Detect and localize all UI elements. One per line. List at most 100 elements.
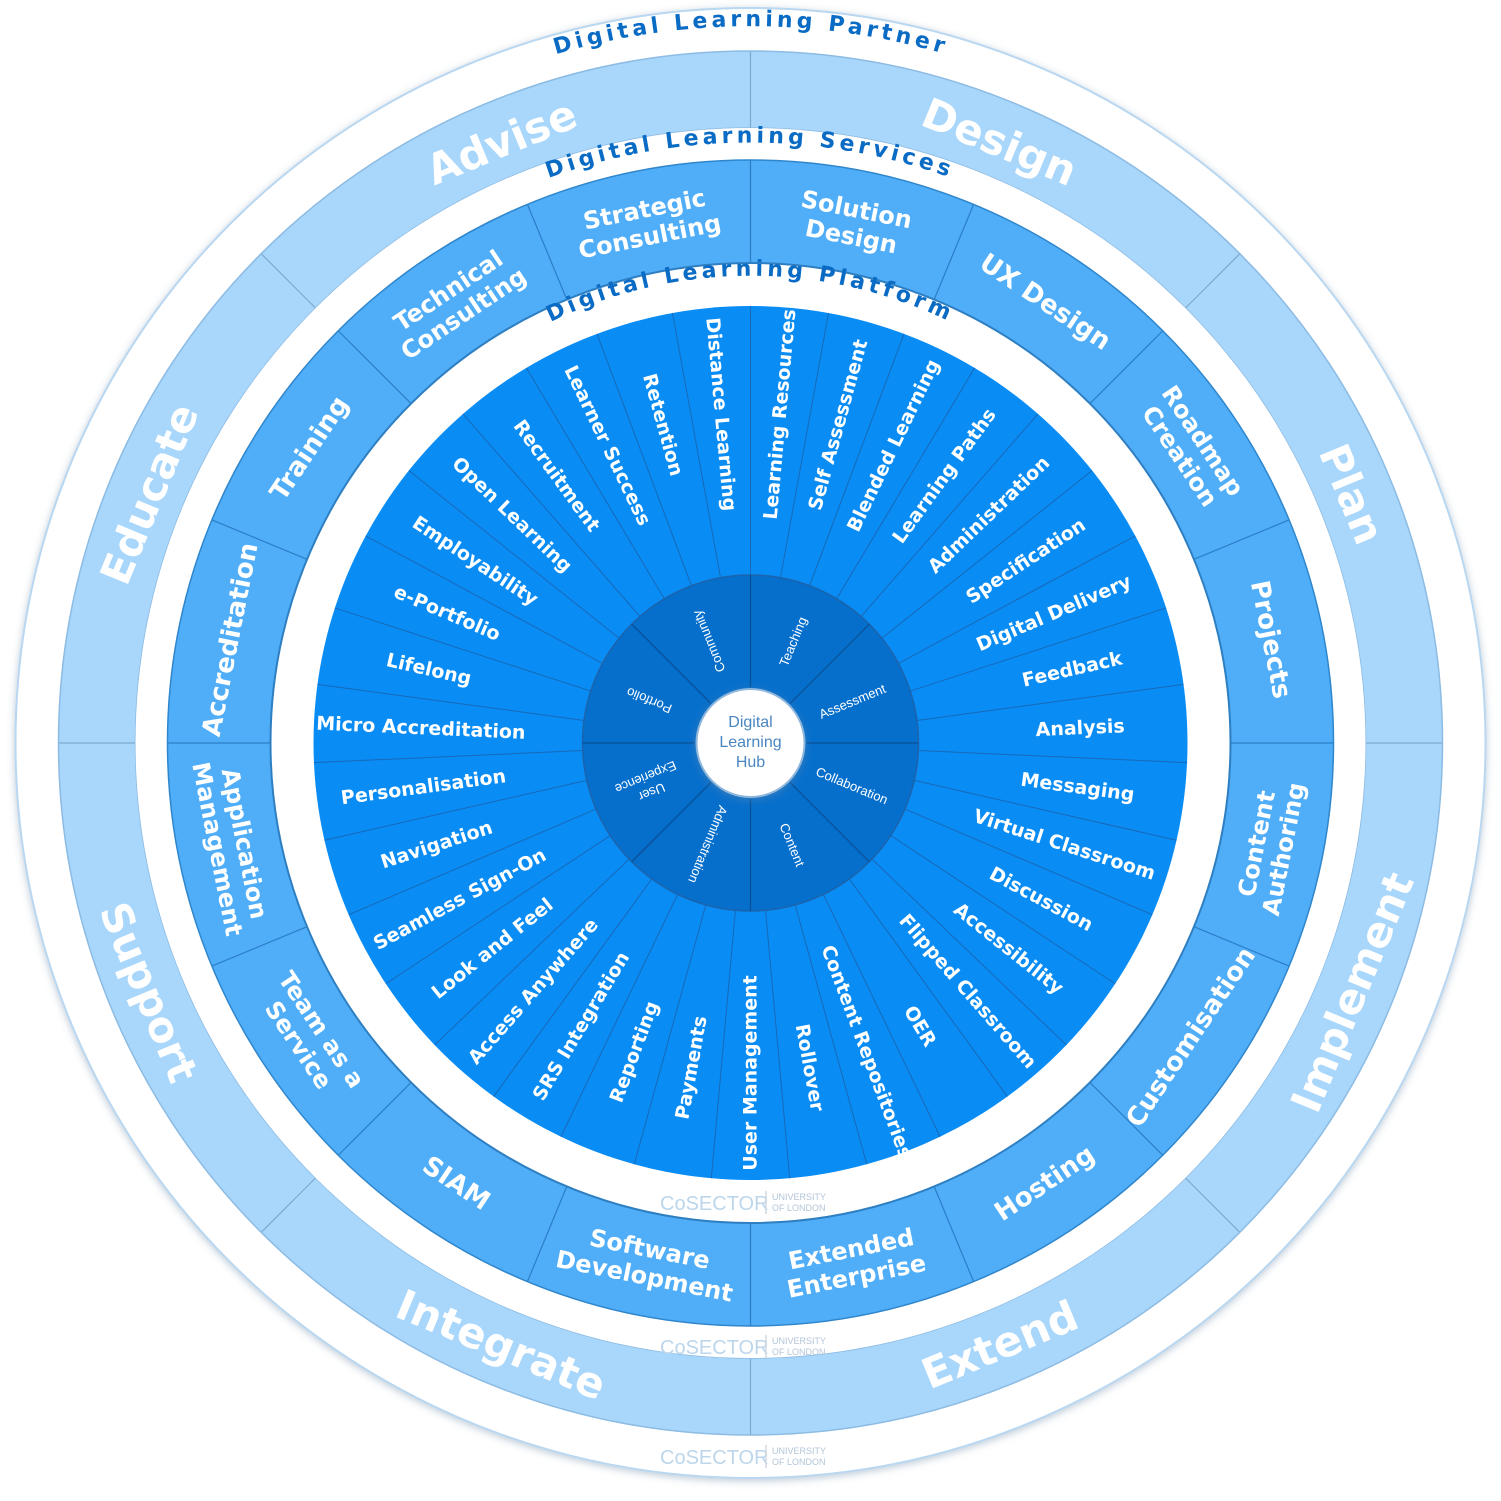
platform-divider <box>916 683 1184 721</box>
partner-segment-extend <box>750 1177 1240 1435</box>
partner-divider <box>260 253 317 309</box>
services-segment-accreditation <box>167 519 308 743</box>
platform-divider <box>918 750 1188 764</box>
cosector-logo: CoSECTOR <box>660 1447 769 1469</box>
services-divider <box>526 204 568 300</box>
platform-divider <box>809 333 905 586</box>
platform-divider <box>560 894 679 1137</box>
platform-divider <box>462 413 641 617</box>
platform-divider <box>348 808 597 916</box>
services-segment-team-as-a-service <box>211 926 412 1156</box>
services-segment-training <box>211 330 412 560</box>
platform-divider <box>317 683 585 721</box>
services-divider <box>1089 1081 1164 1156</box>
services-divider <box>526 1186 568 1282</box>
platform-divider <box>493 878 653 1097</box>
platform-divider <box>710 910 736 1179</box>
org-line2: OF LONDON <box>772 1203 826 1213</box>
services-segment-application-management <box>167 743 308 967</box>
platform-divider <box>871 858 1067 1046</box>
platform-divider <box>633 904 707 1165</box>
platform-divider <box>324 779 587 841</box>
services-segment-siam <box>338 1082 567 1282</box>
platform-divider <box>904 808 1153 916</box>
services-segment-content-authoring <box>1193 743 1334 967</box>
platform-divider <box>836 367 976 600</box>
platform-divider <box>860 413 1039 617</box>
platform-label-user-management: User Management <box>740 975 762 1170</box>
services-segment-technical-consulting <box>338 204 567 404</box>
platform-divider <box>794 904 868 1165</box>
hub-divider <box>631 782 712 863</box>
partner-ring-outer-edge <box>57 50 1444 1436</box>
services-divider <box>933 204 975 300</box>
platform-divider <box>434 858 630 1046</box>
partner-segment-educate <box>58 253 316 743</box>
org-line1: UNIVERSITY <box>772 1446 826 1456</box>
platform-divider <box>898 535 1136 664</box>
platform-divider <box>596 333 692 586</box>
services-segment-extended-enterprise <box>750 1186 974 1326</box>
platform-divider <box>385 835 611 985</box>
partner-segment-plan <box>1185 253 1443 743</box>
hub-label-line2: Learning <box>719 734 781 751</box>
platform-label-analysis: Analysis <box>1035 715 1125 741</box>
services-segment-projects <box>1193 519 1334 743</box>
platform-divider <box>671 312 721 578</box>
partner-segment-integrate <box>261 1177 751 1435</box>
services-divider <box>1089 330 1164 405</box>
hub-divider <box>789 623 870 704</box>
services-divider <box>1193 519 1290 560</box>
hub-circle <box>695 688 806 798</box>
hub-label-line3: Hub <box>736 754 765 771</box>
org-line1: UNIVERSITY <box>772 1192 826 1202</box>
org-line1: UNIVERSITY <box>772 1336 826 1346</box>
partner-segment-implement <box>1185 743 1443 1233</box>
services-segment-software-development <box>527 1186 751 1326</box>
platform-divider <box>822 894 941 1137</box>
brand-mark-partner: CoSECTOR UNIVERSITY OF LONDON <box>660 1445 826 1469</box>
partner-segment-advise <box>261 51 751 309</box>
partner-segment-design <box>750 51 1240 309</box>
services-segment-strategic-consulting <box>527 160 751 300</box>
partner-divider <box>260 1177 317 1233</box>
services-segment-hosting <box>934 1082 1163 1282</box>
org-line2: OF LONDON <box>772 1347 826 1357</box>
services-divider <box>211 926 308 967</box>
platform-divider <box>914 779 1177 841</box>
platform-divider <box>334 607 591 692</box>
platform-divider <box>848 878 1008 1097</box>
platform-divider <box>890 835 1116 985</box>
services-segment-customisation <box>1089 926 1290 1156</box>
brand-mark-services: CoSECTOR UNIVERSITY OF LONDON <box>660 1335 826 1359</box>
partner-divider <box>1184 1177 1241 1233</box>
platform-divider <box>780 312 830 578</box>
platform-divider <box>408 470 620 639</box>
services-ring-outer-edge <box>166 159 1335 1327</box>
partner-divider <box>1184 253 1241 309</box>
services-divider <box>211 519 308 560</box>
platform-divider <box>765 910 791 1179</box>
cosector-logo: CoSECTOR <box>660 1193 769 1215</box>
brand-mark-platform: CoSECTOR UNIVERSITY OF LONDON <box>660 1191 826 1215</box>
services-divider <box>1193 926 1290 967</box>
hub-center: Digital Learning Hub <box>695 688 806 798</box>
partner-segment-support <box>58 743 316 1233</box>
services-divider <box>337 330 412 405</box>
services-segment-ux-design <box>934 204 1163 404</box>
platform-divider <box>525 367 665 600</box>
platform-divider <box>881 470 1093 639</box>
org-line2: OF LONDON <box>772 1457 826 1467</box>
services-segment-solution-design <box>750 160 974 300</box>
services-divider <box>337 1081 412 1156</box>
hub-divider <box>631 623 712 704</box>
hub-divider <box>789 782 870 863</box>
cosector-logo: CoSECTOR <box>660 1337 769 1359</box>
hub-label-line1: Digital <box>728 714 772 731</box>
platform-divider <box>365 535 603 664</box>
services-divider <box>933 1186 975 1282</box>
services-segment-roadmap-creation <box>1089 330 1290 560</box>
platform-divider <box>313 750 583 764</box>
platform-divider <box>910 607 1167 692</box>
